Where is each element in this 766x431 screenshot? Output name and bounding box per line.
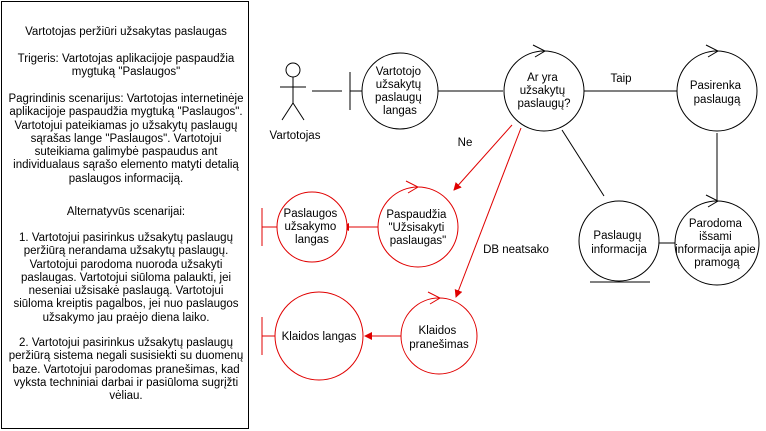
edge-label-yes: Taip [610, 73, 631, 85]
control-arrowhead [532, 44, 547, 58]
label-line: informacija apie [675, 244, 756, 256]
boundary-circle [276, 191, 348, 263]
control-circle [674, 200, 760, 286]
control-choose-service [676, 44, 758, 132]
control-arrowhead [427, 291, 442, 305]
label-line: Ar yra [527, 72, 558, 84]
label-line: pranešimas [409, 339, 469, 351]
alternative-scenarios-heading: Alternatyvūs scenarijai: [66, 206, 186, 218]
label-line: Klaidos langas [282, 331, 357, 343]
boundary-circle [274, 291, 364, 381]
control-show-details [674, 194, 760, 286]
label-line: pramogą [694, 257, 740, 269]
control-check-services [503, 44, 585, 132]
edge-check-to-error [454, 127, 522, 298]
boundary-circle [361, 52, 439, 130]
main-scenario-text: Pagrindinis scenarijus: Vartotojas inter… [8, 93, 244, 185]
label-line: Paspaudžia [386, 209, 447, 221]
control-arrowhead [705, 44, 720, 58]
boundary-user-services-label: Vartotojo užsakytų paslaugų langas [375, 66, 425, 117]
label-line: užsakytų [376, 79, 421, 91]
label-line: paslaugų? [517, 98, 570, 110]
boundary-error-label: Klaidos langas [282, 331, 357, 343]
scenario-description-box: Vartotojas peržiūri užsakytas paslaugas … [1, 1, 249, 429]
control-arrowhead [705, 194, 720, 208]
label-line: užsakytų [520, 85, 565, 97]
actor-head [285, 62, 301, 78]
label-line: paslaugas" [390, 235, 447, 247]
control-error-label: Klaidos pranešimas [409, 325, 469, 351]
control-arrowhead [405, 180, 420, 194]
label-line: paslaugų [375, 92, 422, 104]
boundary-user-services-window [349, 52, 439, 130]
label-line: užsakymo [285, 221, 337, 233]
label-line: Parodoma [689, 218, 743, 230]
scenario-trigger: Trigeris: Vartotojas aplikacijoje paspau… [17, 53, 235, 79]
actor-label: Vartotojas [270, 130, 321, 142]
label-line: Paslaugos [284, 208, 338, 220]
edge-label-no: Ne [458, 137, 473, 149]
control-error-message [400, 291, 478, 375]
alternative-scenario-1: 1. Vartotojui pasirinkus užsakytų paslau… [13, 232, 239, 324]
control-show-label: Parodoma išsami informacija apie pramogą [675, 218, 759, 269]
entity-services-info [578, 200, 660, 283]
boundary-order-window [261, 191, 348, 263]
control-click-order-services [377, 180, 459, 268]
boundary-order-label: Paslaugos užsakymo langas [284, 208, 341, 246]
actor-vartotojas [280, 62, 306, 121]
label-line: "Užsisakyti [388, 222, 444, 234]
label-line: informacija [591, 244, 647, 256]
actor-left-leg [281, 102, 294, 121]
control-check-label: Ar yra užsakytų paslaugų? [517, 72, 570, 110]
label-line: langas [295, 234, 329, 246]
edge-check-to-info [561, 129, 605, 197]
label-line: išsami [699, 231, 732, 243]
label-line: Klaidos [419, 325, 457, 337]
scenario-title: Vartotojas peržiūri užsakytas paslaugas [25, 26, 227, 38]
boundary-error-window [261, 291, 364, 381]
edge-label-db-down: DB neatsako [483, 244, 549, 256]
entity-info-label: Paslaugų informacija [591, 230, 647, 256]
edge-check-to-click-order [453, 124, 513, 191]
control-choose-label: Pasirenka paslaugą [690, 80, 744, 106]
control-click-order-label: Paspaudžia "Užsisakyti paslaugas" [386, 209, 449, 247]
label-line: paslaugą [694, 94, 741, 106]
entity-circle [578, 200, 660, 282]
label-line: Vartotojo [376, 66, 421, 78]
label-line: Paslaugų [593, 230, 641, 242]
label-line: langas [383, 105, 417, 117]
label-line: Pasirenka [690, 80, 742, 92]
actor-right-leg [292, 102, 305, 121]
alternative-scenario-2: 2. Vartotojui pasirinkus užsakytų paslau… [8, 337, 244, 403]
